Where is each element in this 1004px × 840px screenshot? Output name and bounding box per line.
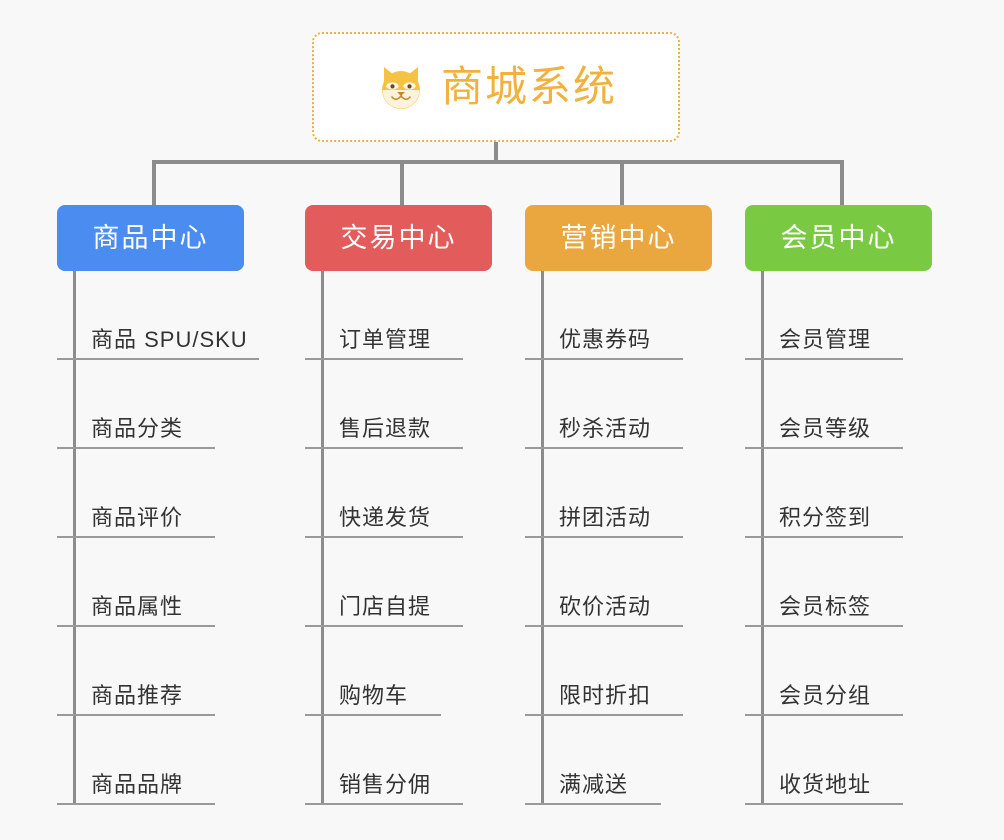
leaf-item[interactable]: 商品属性 [57,538,248,627]
leaf-underline [525,447,683,449]
leaf-label: 门店自提 [339,594,432,619]
shiba-dog-face-icon [375,61,427,113]
leaf-item[interactable]: 销售分佣 [305,716,463,805]
trunk-marketing-center [541,271,544,805]
trunk-member-center [761,271,764,805]
leaf-label: 商品属性 [91,594,184,619]
leaf-item[interactable]: 会员标签 [745,538,903,627]
leaf-label: 秒杀活动 [559,416,652,441]
connector-drop-3 [620,160,624,205]
header-label: 会员中心 [780,222,897,253]
leaf-underline [745,803,903,805]
leaf-item[interactable]: 售后退款 [305,360,463,449]
leaf-item[interactable]: 拼团活动 [525,449,683,538]
leaf-label: 商品评价 [91,505,184,530]
leaf-underline [525,536,683,538]
leaf-item[interactable]: 限时折扣 [525,627,683,716]
leaf-label: 限时折扣 [559,683,652,708]
leaf-item[interactable]: 购物车 [305,627,441,716]
leaf-item[interactable]: 优惠券码 [525,271,683,360]
leaf-item[interactable]: 收货地址 [745,716,903,805]
leaf-underline [57,447,215,449]
leaf-item[interactable]: 秒杀活动 [525,360,683,449]
leaf-label: 商品 SPU/SKU [91,327,248,352]
leaf-label: 会员标签 [779,594,872,619]
leaf-underline [305,714,441,716]
header-label: 营销中心 [560,222,677,253]
leaf-list-trade-center: 订单管理 售后退款 快递发货 门店自提 购物车 销售分佣 [305,271,463,805]
leaf-label: 快递发货 [339,505,432,530]
leaf-list-product-center: 商品 SPU/SKU 商品分类 商品评价 商品属性 商品推荐 商品品牌 [57,271,259,805]
header-trade-center[interactable]: 交易中心 [305,205,492,271]
leaf-underline [745,447,903,449]
leaf-item[interactable]: 满减送 [525,716,661,805]
connector-horizontal-bar [152,160,842,164]
leaf-item[interactable]: 快递发货 [305,449,463,538]
leaf-label: 售后退款 [339,416,432,441]
leaf-underline [305,803,463,805]
leaf-underline [57,536,215,538]
root-node[interactable]: 商城系统 [312,32,680,142]
leaf-label: 拼团活动 [559,505,652,530]
leaf-underline [745,358,903,360]
leaf-item[interactable]: 会员分组 [745,627,903,716]
leaf-label: 商品分类 [91,416,184,441]
leaf-underline [305,625,463,627]
trunk-trade-center [321,271,324,805]
leaf-label: 购物车 [339,683,409,708]
leaf-underline [525,714,683,716]
leaf-item[interactable]: 商品分类 [57,360,248,449]
leaf-underline [57,625,215,627]
leaf-label: 优惠券码 [559,327,652,352]
header-product-center[interactable]: 商品中心 [57,205,244,271]
leaf-item[interactable]: 商品评价 [57,449,248,538]
leaf-label: 会员分组 [779,683,872,708]
header-label: 交易中心 [340,222,457,253]
leaf-underline [57,714,215,716]
leaf-item[interactable]: 订单管理 [305,271,463,360]
leaf-underline [745,536,903,538]
leaf-item[interactable]: 会员管理 [745,271,903,360]
leaf-underline [305,536,463,538]
leaf-item[interactable]: 商品推荐 [57,627,248,716]
leaf-label: 满减送 [559,772,629,797]
leaf-item[interactable]: 门店自提 [305,538,463,627]
leaf-label: 砍价活动 [559,594,652,619]
leaf-label: 商品推荐 [91,683,184,708]
leaf-underline [745,625,903,627]
leaf-item[interactable]: 会员等级 [745,360,903,449]
leaf-label: 会员等级 [779,416,872,441]
leaf-label: 商品品牌 [91,772,184,797]
leaf-underline [305,358,463,360]
leaf-underline [745,714,903,716]
trunk-product-center [73,271,76,805]
leaf-list-member-center: 会员管理 会员等级 积分签到 会员标签 会员分组 收货地址 [745,271,903,805]
leaf-underline [57,358,259,360]
leaf-item[interactable]: 砍价活动 [525,538,683,627]
connector-drop-4 [840,160,844,205]
leaf-item[interactable]: 积分签到 [745,449,903,538]
leaf-underline [525,625,683,627]
connector-drop-2 [400,160,404,205]
leaf-item[interactable]: 商品品牌 [57,716,248,805]
connector-drop-1 [152,160,156,205]
leaf-label: 收货地址 [779,772,872,797]
leaf-underline [525,803,661,805]
leaf-underline [57,803,215,805]
header-marketing-center[interactable]: 营销中心 [525,205,712,271]
root-title: 商城系统 [440,63,617,110]
header-label: 商品中心 [92,222,209,253]
leaf-item[interactable]: 商品 SPU/SKU [57,271,259,360]
leaf-underline [525,358,683,360]
leaf-label: 订单管理 [339,327,432,352]
leaf-list-marketing-center: 优惠券码 秒杀活动 拼团活动 砍价活动 限时折扣 满减送 [525,271,683,805]
leaf-label: 销售分佣 [339,772,432,797]
leaf-underline [305,447,463,449]
leaf-label: 积分签到 [779,505,872,530]
header-member-center[interactable]: 会员中心 [745,205,932,271]
leaf-label: 会员管理 [779,327,872,352]
connector-root-stem [494,142,498,164]
